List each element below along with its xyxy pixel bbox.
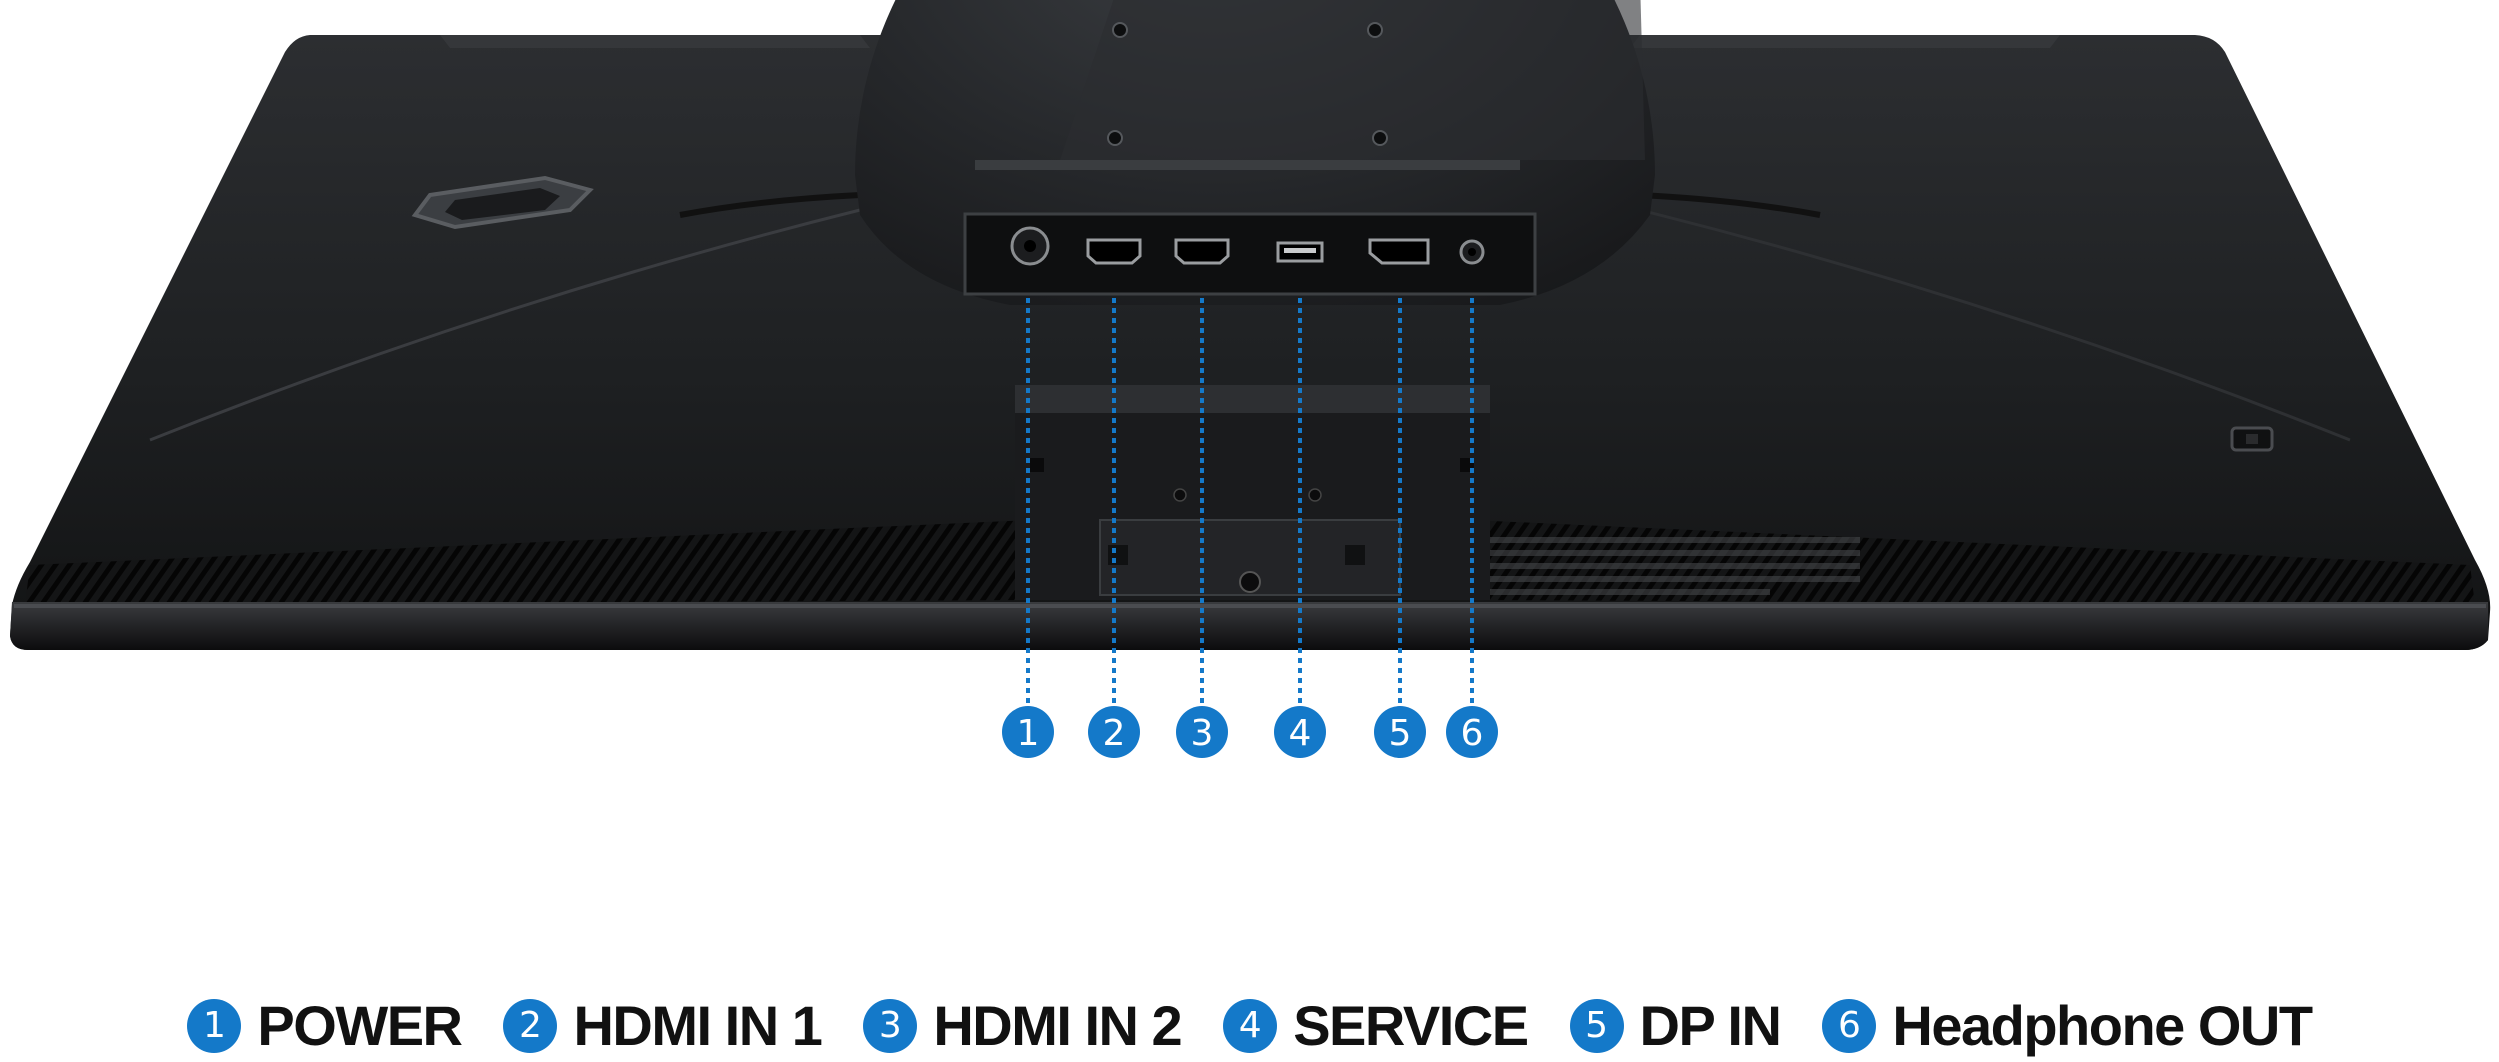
number-6-icon: 6 — [1822, 999, 1877, 1053]
monitor-back — [10, 35, 2491, 650]
callout-circle-5 — [1374, 706, 1426, 758]
legend-item-power: 1 POWER — [187, 994, 463, 1057]
port-callouts: 1 2 3 4 5 6 — [1002, 298, 1498, 758]
legend-item-hdmi-2: 3 HDMI IN 2 — [863, 994, 1183, 1057]
port-service-usb — [1276, 241, 1324, 263]
callout-circle-4 — [1274, 706, 1326, 758]
legend-label: DP IN — [1639, 994, 1782, 1057]
callout-number-1: 1 — [1017, 713, 1040, 754]
number-4-icon: 4 — [1223, 999, 1278, 1053]
brand-emblem-icon — [411, 175, 594, 230]
stand-neck-bracket — [1015, 385, 1490, 600]
port-headphone — [1459, 239, 1485, 265]
port-displayport — [1368, 238, 1430, 265]
number-2-icon: 2 — [503, 999, 558, 1053]
callout-number-4: 4 — [1289, 713, 1312, 754]
port-hdmi-1 — [1086, 238, 1142, 265]
number-1-icon: 1 — [187, 999, 242, 1053]
legend-label: POWER — [257, 994, 463, 1057]
stand-mount-disc — [855, 0, 1655, 305]
number-5-icon: 5 — [1569, 999, 1624, 1053]
legend-item-service: 4 SERVICE — [1223, 994, 1529, 1057]
callout-circle-3 — [1176, 706, 1228, 758]
security-slot-icon — [2230, 426, 2274, 452]
callout-circle-2 — [1088, 706, 1140, 758]
port-power — [1010, 226, 1050, 266]
callout-circle-1 — [1002, 706, 1054, 758]
legend-label: SERVICE — [1293, 994, 1529, 1057]
legend-item-headphone-out: 6 Headphone OUT — [1822, 994, 2313, 1057]
legend-label: HDMI IN 2 — [933, 994, 1182, 1057]
callout-circle-6 — [1446, 706, 1498, 758]
legend-label: Headphone OUT — [1892, 994, 2313, 1057]
port-legend: 1 POWER 2 HDMI IN 1 3 HDMI IN 2 4 SERVIC… — [0, 990, 2499, 1062]
port-hdmi-2 — [1174, 238, 1230, 265]
callout-number-2: 2 — [1103, 713, 1126, 754]
legend-label: HDMI IN 1 — [573, 994, 822, 1057]
callout-number-3: 3 — [1191, 713, 1214, 754]
legend-item-dp-in: 5 DP IN — [1569, 994, 1782, 1057]
callout-number-5: 5 — [1389, 713, 1412, 754]
callout-number-6: 6 — [1461, 713, 1484, 754]
legend-item-hdmi-1: 2 HDMI IN 1 — [503, 994, 823, 1057]
number-3-icon: 3 — [863, 999, 918, 1053]
warning-label — [1490, 537, 1860, 595]
